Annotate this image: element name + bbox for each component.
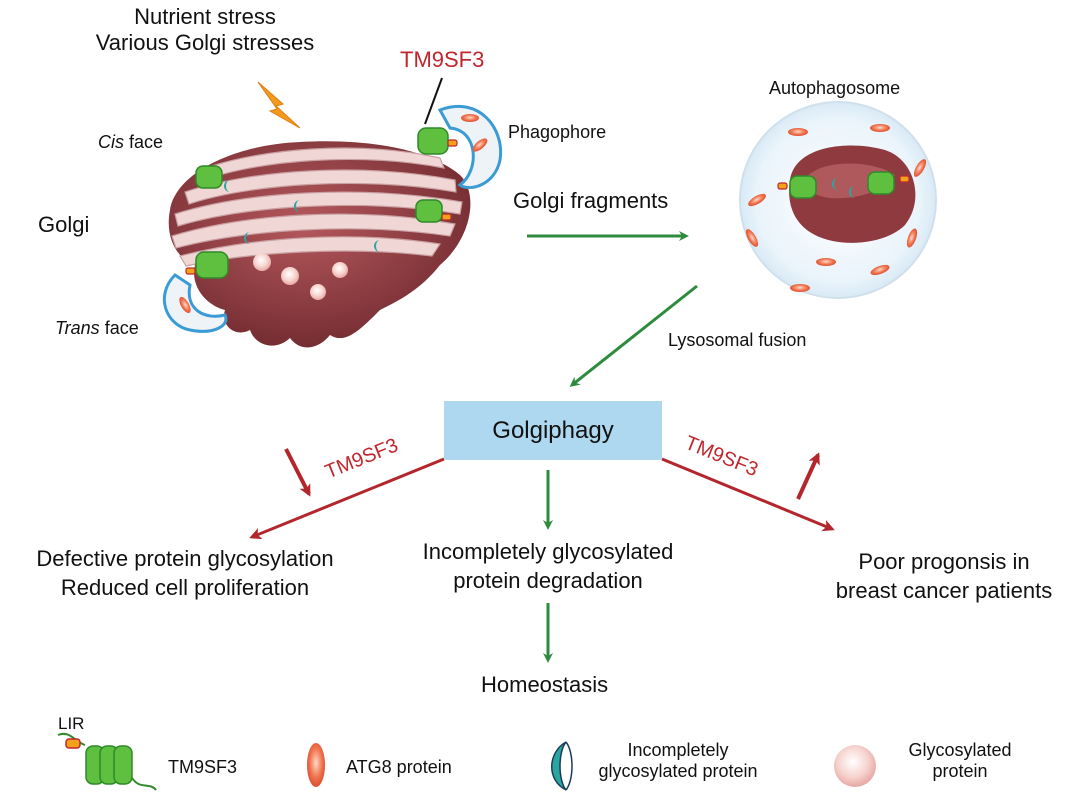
arrow-autophagosome-to-golgiphagy	[569, 284, 698, 387]
legend-tm9sf3-icon	[57, 732, 157, 791]
defective-line1: Defective protein glycosylation	[36, 546, 334, 571]
phagophore-lower	[162, 273, 228, 333]
trans-rest: face	[99, 318, 139, 338]
prognosis-line2: breast cancer patients	[835, 578, 1053, 603]
golgi-apparatus-illustration	[168, 141, 471, 348]
cis-italic: Cis	[98, 132, 124, 152]
arrow-golgiphagy-to-poor-prognosis	[661, 457, 835, 532]
cis-face-label: Cis face	[98, 132, 163, 153]
tm9sf3-pointer-line	[424, 77, 443, 125]
homeostasis-label: Homeostasis	[481, 672, 609, 697]
degradation-line1: Incompletely glycosylated	[422, 539, 674, 564]
tm9sf3-down-arrow	[284, 448, 311, 497]
stress-label: Nutrient stress Various Golgi stresses	[90, 4, 320, 56]
legend-atg8-icon	[307, 743, 325, 787]
arrow-golgiphagy-to-defective	[249, 457, 445, 540]
golgiphagy-label: Golgiphagy	[492, 416, 614, 444]
stress-line2: Various Golgi stresses	[95, 30, 315, 55]
autophagosome-label: Autophagosome	[769, 78, 901, 98]
legend-glyco-line1: Glycosylated	[908, 740, 1012, 760]
golgi-fragments-label: Golgi fragments	[513, 188, 669, 213]
cis-rest: face	[124, 132, 164, 152]
legend-atg8-label: ATG8 protein	[346, 757, 452, 777]
legend-glycosylated-protein-icon	[834, 745, 876, 787]
prognosis-outcome-label: Poor progonsis in breast cancer patients	[808, 549, 1080, 604]
lightning-icon	[257, 81, 301, 129]
legend-incomplete-line1: Incompletely	[627, 740, 729, 760]
tm9sf3-protein-golgi-3	[415, 199, 452, 223]
degradation-outcome-label: Incompletely glycosylated protein degrad…	[403, 539, 693, 594]
legend-glyco-line2: protein	[932, 761, 988, 781]
trans-italic: Trans	[55, 318, 100, 338]
tm9sf3-protein-golgi-1	[417, 127, 458, 155]
defective-outcome-label: Defective protein glycosylation Reduced …	[0, 546, 370, 601]
golgiphagy-box: Golgiphagy	[444, 401, 662, 460]
prognosis-line1: Poor progonsis in	[858, 549, 1030, 574]
phagophore-label: Phagophore	[508, 122, 607, 142]
tm9sf3-top-label: TM9SF3	[400, 47, 485, 72]
legend-incomplete-label: Incompletely glycosylated protein	[568, 740, 788, 782]
phagophore-upper	[437, 104, 503, 190]
legend-tm9sf3-label: TM9SF3	[168, 757, 238, 777]
tm9sf3-protein-golgi-2	[195, 165, 223, 189]
tm9sf3-up-arrow	[796, 452, 820, 500]
degradation-line2: protein degradation	[453, 568, 643, 593]
legend-lir-label: LIR	[58, 714, 85, 733]
lysosomal-fusion-label: Lysosomal fusion	[668, 330, 807, 350]
defective-line2: Reduced cell proliferation	[60, 575, 310, 600]
stress-line1: Nutrient stress	[134, 4, 276, 29]
autophagosome-illustration	[739, 101, 937, 299]
legend-incomplete-line2: glycosylated protein	[598, 761, 758, 781]
trans-face-label: Trans face	[55, 318, 139, 339]
golgi-label: Golgi	[38, 212, 90, 237]
tm9sf3-protein-golgi-4	[185, 251, 229, 279]
legend-incomplete-protein-icon	[551, 741, 573, 791]
legend-glyco-label: Glycosylated protein	[880, 740, 1040, 782]
